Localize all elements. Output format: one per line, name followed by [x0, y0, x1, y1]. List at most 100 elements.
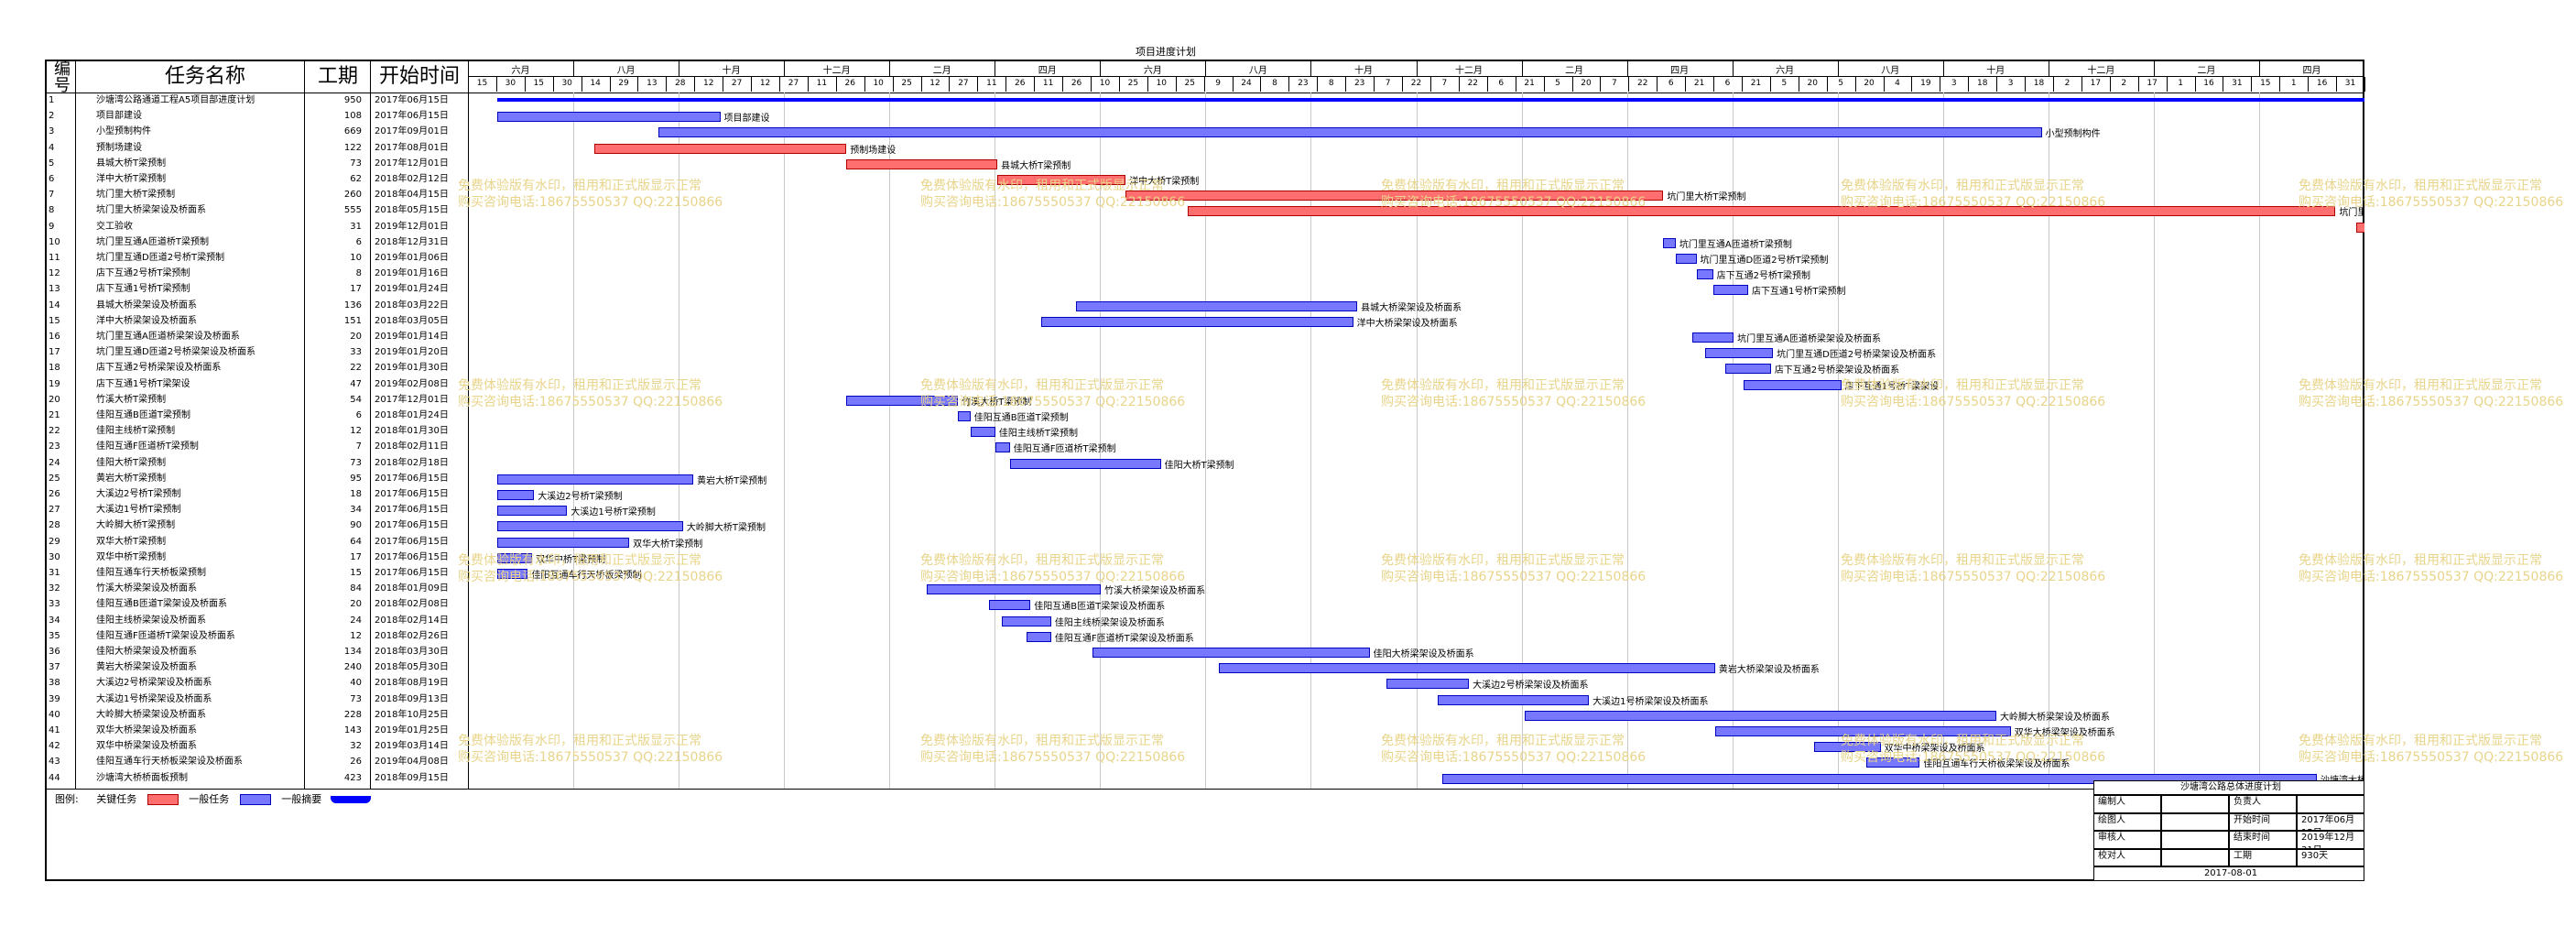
task-bar[interactable]	[1001, 616, 1051, 626]
col-divider	[468, 60, 469, 789]
bar-label: 佳阳互通车行天桥板梁架设及桥面系	[1923, 759, 2071, 770]
month-divider	[468, 76, 2364, 77]
day-label: 6	[1668, 79, 1674, 88]
task-bar[interactable]	[496, 537, 630, 548]
day-divider	[1826, 77, 1828, 92]
task-name: 大溪边2号桥T梁预制	[96, 489, 181, 499]
task-no: 25	[49, 473, 60, 484]
day-label: 16	[2203, 79, 2214, 88]
task-bar[interactable]	[496, 474, 694, 485]
grid-line	[1837, 93, 1839, 789]
task-start: 2017年06月15日	[375, 489, 449, 499]
task-bar[interactable]	[1814, 742, 1881, 753]
task-bar[interactable]	[496, 521, 683, 532]
task-duration: 555	[343, 205, 362, 216]
task-bar[interactable]	[995, 442, 1010, 453]
task-bar[interactable]	[1865, 757, 1920, 768]
task-bar[interactable]	[658, 127, 2042, 138]
critical-task-bar[interactable]	[1187, 206, 2336, 217]
task-bar[interactable]	[496, 552, 532, 563]
bar-label: 店下互通1号桥T梁架设	[1844, 381, 1940, 392]
critical-task-bar[interactable]	[997, 175, 1126, 185]
header-no: 编号	[54, 60, 71, 95]
info-key: 编制人	[2093, 795, 2161, 813]
month-label: 十二月	[1455, 66, 1484, 76]
summary-bar[interactable]	[496, 98, 2364, 102]
day-label: 15	[533, 79, 544, 88]
task-bar[interactable]	[1026, 631, 1051, 642]
day-divider	[1203, 77, 1205, 92]
task-duration: 136	[343, 300, 362, 310]
month-divider	[1732, 61, 1734, 76]
task-bar[interactable]	[927, 584, 1102, 595]
task-bar[interactable]	[1525, 710, 1996, 721]
task-bar[interactable]	[1696, 269, 1713, 280]
task-duration: 122	[343, 142, 362, 153]
task-bar[interactable]	[989, 600, 1031, 611]
legend: 图例: 关键任务 一般任务 一般摘要	[55, 791, 371, 806]
info-key: 工期	[2229, 848, 2297, 866]
task-duration: 33	[350, 347, 362, 358]
task-bar[interactable]	[496, 490, 535, 500]
day-label: 21	[1693, 79, 1705, 88]
day-divider	[2336, 77, 2338, 92]
task-bar[interactable]	[846, 395, 959, 406]
task-bar[interactable]	[1386, 679, 1470, 690]
month-divider	[1942, 61, 1944, 76]
day-divider	[1883, 77, 1885, 92]
info-value: 2017年06月15日	[2297, 812, 2364, 838]
task-bar[interactable]	[1725, 364, 1771, 375]
day-label: 19	[1920, 79, 1931, 88]
month-divider	[2153, 61, 2155, 76]
bar-label: 佳阳主线桥T梁预制	[998, 429, 1078, 440]
task-bar[interactable]	[1714, 726, 2011, 736]
task-bar[interactable]	[1704, 348, 1774, 359]
task-duration: 17	[350, 551, 362, 562]
critical-task-bar[interactable]	[846, 158, 998, 169]
task-duration: 18	[350, 489, 362, 499]
task-start: 2019年01月24日	[375, 284, 449, 295]
task-bar[interactable]	[1675, 254, 1697, 264]
task-name: 大溪边1号桥梁架设及桥面系	[96, 693, 212, 704]
task-bar[interactable]	[970, 427, 995, 438]
task-bar[interactable]	[1009, 458, 1161, 469]
task-bar[interactable]	[1092, 648, 1370, 658]
task-no: 8	[49, 205, 55, 216]
task-bar[interactable]	[1040, 316, 1353, 327]
bar-label: 店下互通2号桥T梁预制	[1716, 271, 1811, 282]
task-name: 坑门里互通A匝道桥T梁预制	[96, 236, 209, 247]
task-no: 42	[49, 741, 60, 752]
task-name: 县城大桥梁架设及桥面系	[96, 300, 197, 310]
task-bar[interactable]	[496, 506, 568, 517]
task-bar[interactable]	[1438, 694, 1590, 705]
task-bar[interactable]	[1692, 332, 1734, 343]
critical-task-bar[interactable]	[1125, 191, 1664, 202]
month-divider	[1205, 61, 1207, 76]
legend-summary-label: 一般摘要	[281, 793, 322, 805]
task-bar[interactable]	[1218, 663, 1715, 674]
task-bar[interactable]	[1663, 237, 1676, 248]
grid-line	[1416, 93, 1418, 789]
task-name: 佳阳大桥梁架设及桥面系	[96, 647, 197, 657]
info-key: 负责人	[2229, 795, 2297, 813]
task-bar[interactable]	[958, 411, 971, 421]
bar-label: 竹溪大桥T梁预制	[962, 397, 1032, 408]
task-bar[interactable]	[1712, 285, 1748, 296]
month-label: 二月	[2197, 66, 2216, 76]
task-bar[interactable]	[496, 569, 528, 579]
day-label: 4	[1895, 79, 1900, 88]
day-divider	[1657, 77, 1658, 92]
task-name: 店下互通1号桥T梁预制	[96, 284, 190, 295]
task-start: 2018年05月30日	[375, 662, 449, 673]
month-label: 十月	[1353, 66, 1373, 76]
task-bar[interactable]	[1075, 300, 1358, 311]
month-label: 六月	[1776, 66, 1795, 76]
task-start: 2018年02月11日	[375, 441, 449, 452]
task-name: 大溪边1号桥T梁预制	[96, 505, 181, 516]
critical-task-bar[interactable]	[2355, 222, 2364, 233]
critical-task-bar[interactable]	[593, 143, 847, 154]
task-bar[interactable]	[1744, 379, 1842, 390]
task-bar[interactable]	[1441, 773, 2318, 784]
task-start: 2019年01月06日	[375, 253, 449, 263]
task-bar[interactable]	[496, 112, 721, 123]
